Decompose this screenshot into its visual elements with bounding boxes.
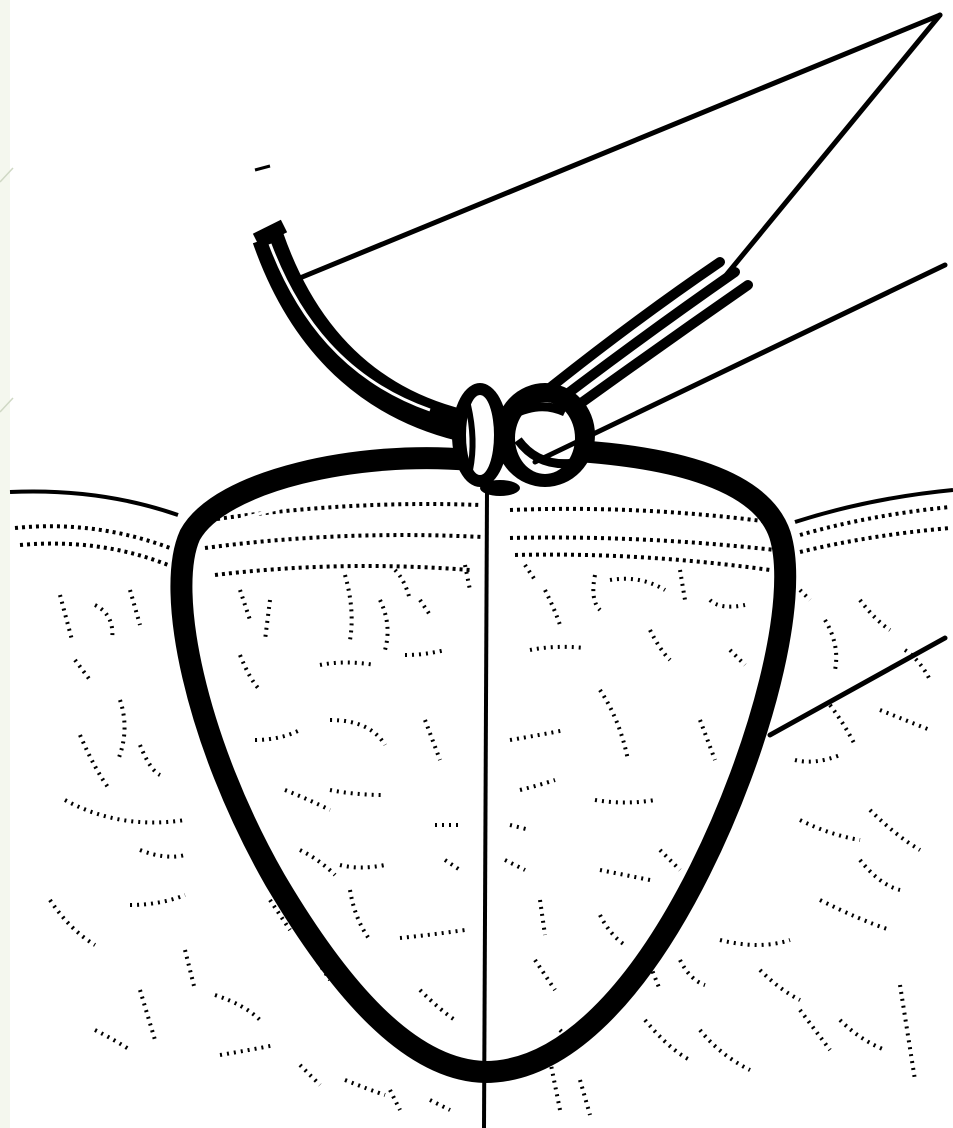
suture-knot	[452, 383, 595, 496]
midline-incision	[484, 492, 487, 1128]
stray-mark	[255, 166, 270, 170]
skin-surface-line	[10, 490, 953, 522]
dermis-dotted-layer	[15, 504, 950, 575]
margin-marks	[0, 168, 13, 412]
